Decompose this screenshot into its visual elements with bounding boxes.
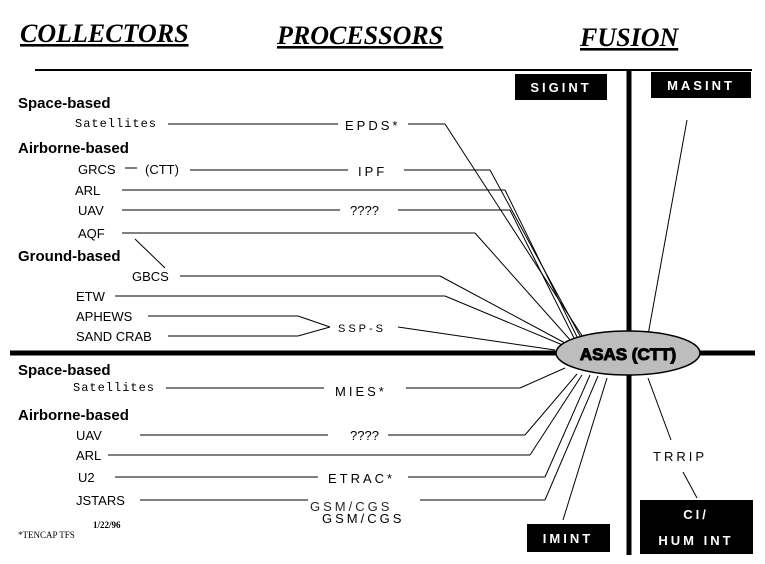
masint-box: MASINT [651, 72, 751, 98]
ground-based: Ground-based [18, 248, 121, 265]
jstars-label: JSTARS [76, 493, 125, 508]
fusion-header: FUSION [579, 23, 679, 52]
top-uav-label: UAV [78, 203, 104, 218]
top-satellites: Satellites [75, 117, 157, 131]
asas-node: ASAS (CTT) [555, 330, 701, 376]
imint-box: IMINT [527, 524, 610, 552]
bottom-airborne-based: Airborne-based [18, 407, 129, 424]
mies-label: MIES* [335, 384, 387, 399]
asas-label: ASAS (CTT) [580, 345, 676, 364]
top-space-based: Space-based [18, 95, 111, 112]
gbcs-label: GBCS [132, 269, 169, 284]
ctt-label: (CTT) [145, 162, 179, 177]
ssps-label: SSP-S [338, 323, 386, 335]
trrip-label: TRRIP [653, 449, 707, 464]
masint-label: MASINT [667, 78, 735, 93]
top-unknown-processor: ???? [350, 203, 379, 218]
bottom-uav-label: UAV [76, 428, 102, 443]
imint-label: IMINT [543, 531, 593, 546]
grcs-label: GRCS [78, 162, 116, 177]
etw-label: ETW [76, 289, 106, 304]
gsm-cgs-ghost-label: GSM/CGS [310, 499, 392, 514]
sand-crab-label: SAND CRAB [76, 329, 152, 344]
collectors-header: COLLECTORS [20, 19, 189, 48]
gsm-cgs-label: GSM/CGS [322, 511, 404, 526]
footer-tencap: *TENCAP TFS [18, 530, 75, 540]
top-airborne-based: Airborne-based [18, 140, 129, 157]
top-arl-label: ARL [75, 183, 100, 198]
humint-label: HUM INT [658, 533, 733, 548]
aqf-label: AQF [78, 226, 105, 241]
bottom-satellites: Satellites [73, 381, 155, 395]
ci-label: CI/ [683, 507, 709, 522]
etrac-label: ETRAC* [328, 471, 395, 486]
footer-date: 1/22/96 [93, 520, 121, 530]
epds-label: EPDS* [345, 118, 400, 133]
bottom-arl-label: ARL [76, 448, 101, 463]
ci-humint-box: CI/ HUM INT [640, 500, 753, 554]
processors-header: PROCESSORS [276, 21, 443, 50]
bottom-unknown-processor: ???? [350, 428, 379, 443]
sigint-box: SIGINT [515, 74, 607, 100]
top-connectors [115, 119, 688, 351]
aphews-label: APHEWS [76, 309, 133, 324]
u2-label: U2 [78, 470, 95, 485]
bottom-space-based: Space-based [18, 362, 111, 379]
sigint-label: SIGINT [530, 80, 591, 95]
bottom-connectors [108, 367, 698, 521]
ipf-label: IPF [358, 164, 387, 179]
